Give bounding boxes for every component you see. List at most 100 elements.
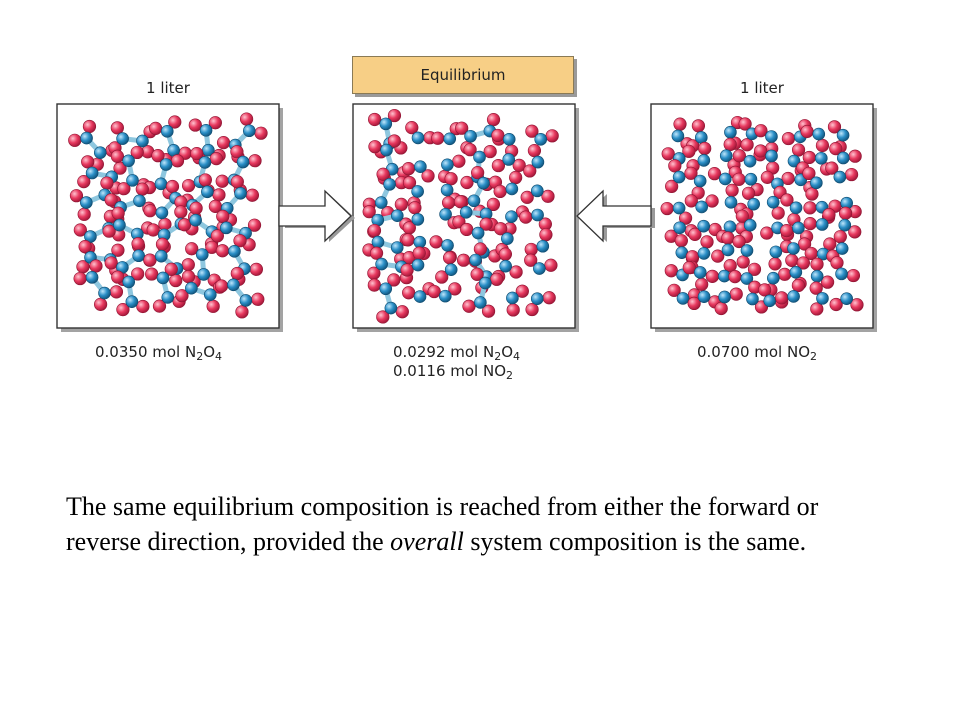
- no2-molecule: [525, 291, 556, 317]
- n2o4-molecule: [210, 209, 262, 252]
- amount: 0.0700 mol: [697, 343, 783, 361]
- no2-molecule: [494, 222, 514, 257]
- n2o4-molecule: [111, 267, 150, 317]
- no2-molecule: [809, 281, 829, 316]
- no2-molecule: [684, 194, 719, 214]
- no2-molecule: [746, 280, 769, 314]
- no2-molecule: [402, 201, 425, 235]
- no2-molecule: [427, 282, 462, 303]
- no2-molecule: [825, 161, 859, 184]
- no2-molecule: [506, 284, 529, 317]
- caption-text: The same equilibrium composition is reac…: [66, 489, 896, 559]
- left-box-title: 1 liter: [146, 79, 190, 97]
- no2-molecule: [800, 124, 830, 153]
- no2-molecule: [728, 262, 762, 285]
- n2o4-molecule: [77, 155, 127, 195]
- n2o4-molecules: [68, 112, 268, 319]
- no2-molecule: [667, 283, 702, 305]
- no2-molecule: [803, 207, 836, 231]
- n2o4-molecule: [208, 175, 259, 227]
- n2o4-molecule: [149, 115, 192, 167]
- n2o4-molecule: [185, 240, 221, 289]
- no2-molecule: [684, 166, 707, 200]
- no2-molecule: [523, 144, 545, 178]
- formula-part: O: [501, 343, 514, 361]
- amount: 0.0116 mol: [393, 362, 479, 380]
- n2o4-molecule: [108, 121, 157, 159]
- subscript: 2: [196, 350, 204, 363]
- n2o4-molecule: [143, 179, 194, 232]
- no2-molecule: [661, 144, 696, 165]
- mixed-molecules: [362, 108, 559, 324]
- no2-molecule: [828, 196, 862, 219]
- no2-molecule: [714, 287, 743, 316]
- no2-molecule: [810, 257, 835, 289]
- no2-molecule: [775, 278, 806, 305]
- no2-molecule: [525, 124, 559, 146]
- no2-molecule: [438, 154, 466, 184]
- no2-molecule: [785, 237, 812, 267]
- no2-molecule: [660, 201, 693, 225]
- no2-molecule: [493, 170, 523, 199]
- subscript: 4: [513, 350, 521, 363]
- amount: 0.0350 mol: [95, 343, 181, 361]
- formula: N: [185, 343, 197, 361]
- no2-molecule: [685, 235, 714, 264]
- no2-molecule: [682, 261, 709, 291]
- no2-molecule: [711, 231, 735, 263]
- no2-molecule: [705, 259, 737, 283]
- no2-molecule: [402, 282, 436, 303]
- no2-molecule: [738, 117, 759, 152]
- n2o4-molecule: [214, 266, 265, 319]
- right-box-title: 1 liter: [740, 79, 784, 97]
- middle-box-label-line1: 0.0292 mol N2O4: [393, 343, 521, 363]
- amount: 0.0292 mol: [393, 343, 479, 361]
- no2-molecule: [754, 144, 780, 175]
- no2-molecule: [802, 166, 823, 201]
- no2-molecule: [664, 221, 698, 243]
- no2-molecule: [732, 234, 754, 269]
- formula: NO: [483, 362, 507, 380]
- no2-molecule: [524, 228, 553, 257]
- no2-molecule: [491, 153, 526, 173]
- arrow-right-icon: [278, 189, 355, 243]
- no2-molecule: [766, 185, 787, 220]
- no2-molecule: [838, 206, 862, 239]
- no2-molecule: [520, 184, 555, 204]
- right-box-label: 0.0700 mol NO2: [697, 343, 818, 363]
- no2-molecule: [830, 256, 861, 283]
- subscript: 2: [506, 369, 514, 382]
- no2-molecule: [498, 247, 523, 279]
- n2o4-molecule: [73, 259, 124, 311]
- equilibrium-tag: Equilibrium: [352, 56, 574, 94]
- no2-molecule: [760, 170, 795, 191]
- no2-molecule: [688, 219, 722, 241]
- subscript: 2: [810, 350, 818, 363]
- formula-part: O: [203, 343, 216, 361]
- no2-molecule: [758, 283, 789, 309]
- no2-molecule: [768, 239, 794, 271]
- caption-emphasis: overall: [390, 527, 464, 556]
- no2-molecule: [400, 246, 426, 277]
- no2-molecule: [665, 159, 686, 194]
- formula: N: [483, 343, 495, 361]
- no2-molecule: [491, 128, 519, 158]
- no2-molecule: [735, 209, 757, 244]
- no2-molecule: [804, 237, 837, 261]
- no2-molecules: [660, 115, 864, 316]
- equilibrium-diagram: [56, 103, 877, 332]
- arrow-left-icon: [576, 189, 655, 243]
- n2o4-molecule: [367, 273, 409, 324]
- no2-molecule: [401, 160, 435, 183]
- subscript: 4: [215, 350, 223, 363]
- formula: NO: [787, 343, 811, 361]
- no2-molecule: [524, 253, 558, 275]
- no2-molecule: [829, 142, 862, 165]
- n2o4-molecule: [462, 267, 504, 318]
- subscript: 2: [494, 350, 502, 363]
- no2-molecule: [754, 124, 779, 156]
- left-box-label: 0.0350 mol N2O4: [95, 343, 223, 363]
- no2-molecule: [435, 251, 458, 284]
- no2-molecule: [829, 292, 864, 312]
- caption-part2: system composition is the same.: [463, 527, 807, 556]
